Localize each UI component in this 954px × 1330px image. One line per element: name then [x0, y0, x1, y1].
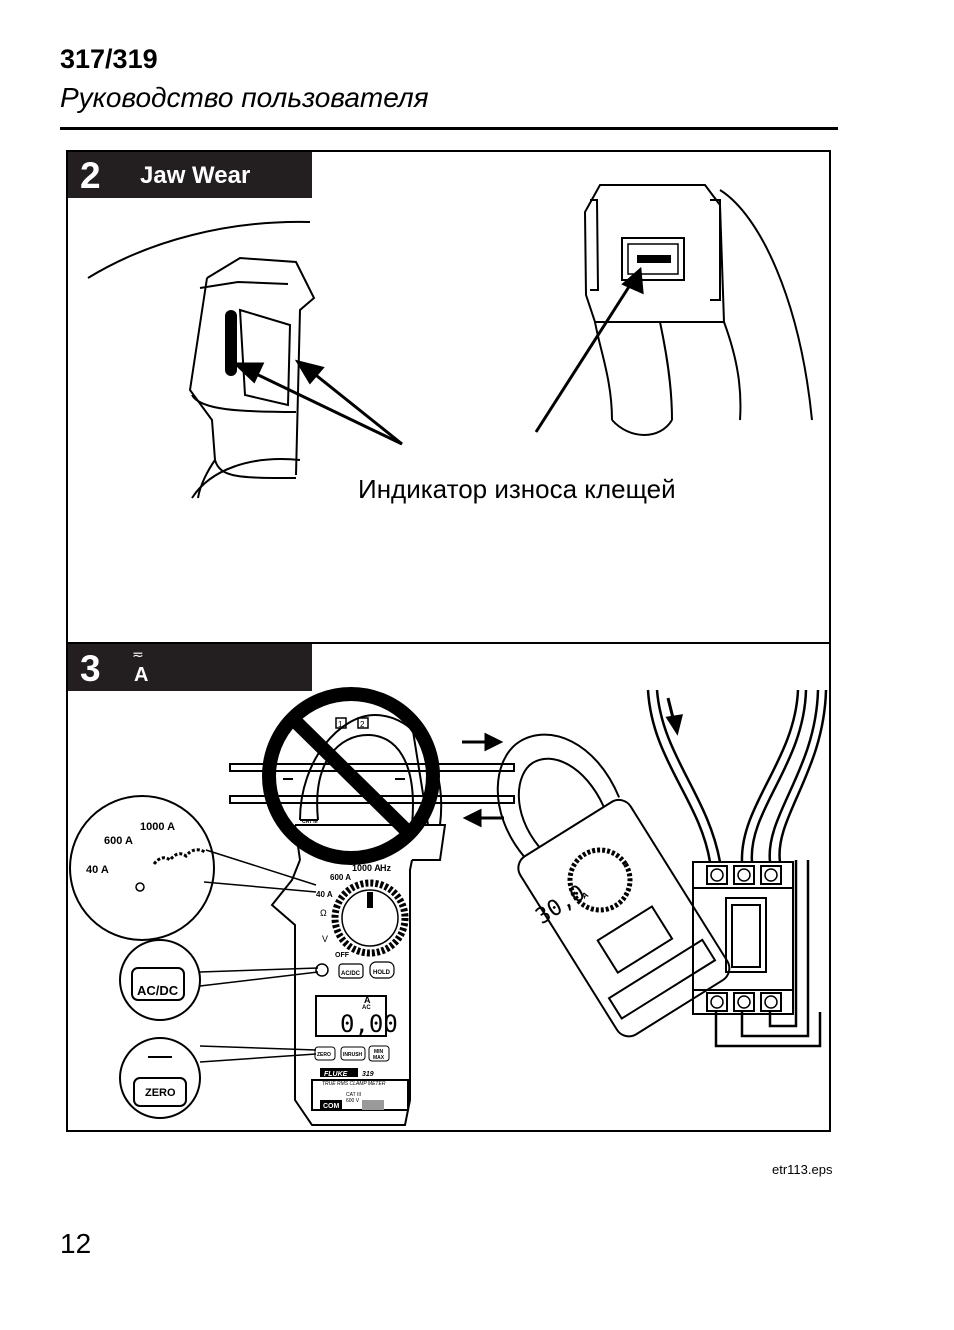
backlight-button — [315, 963, 329, 977]
jaw-mark-2 — [357, 717, 369, 729]
manual-subtitle: Руководство пользователя — [60, 82, 429, 113]
section-2-title: Jaw Wear — [140, 162, 251, 189]
meter-cat: CAT III — [346, 1092, 361, 1098]
jaw-mark-1-text: 1 — [338, 720, 343, 729]
zoom-circle-acdc — [119, 939, 319, 1021]
meter-hold-button — [369, 961, 395, 979]
meter-minmax-button — [368, 1045, 390, 1062]
meter-model-num: 319 — [362, 1071, 374, 1078]
rotary-dial — [331, 879, 409, 957]
jaw-right-drawing — [583, 184, 813, 436]
prohibition-sign — [262, 687, 440, 865]
wires-right — [646, 689, 828, 1048]
clamp-meter-body — [270, 713, 447, 1126]
jaw-mark-2-text: 2 — [360, 720, 365, 729]
com-text: COM — [323, 1103, 340, 1110]
callout-arrows-left — [232, 359, 403, 446]
zoom-circle-dial — [69, 795, 317, 941]
meter-minmax-text-1: MIN — [374, 1049, 384, 1055]
jaw-mark-1 — [335, 717, 347, 729]
section-2-header: 2 Jaw Wear — [68, 152, 312, 198]
section-3-header: 3 ≂ A — [68, 644, 312, 691]
amps-symbol: A — [134, 664, 149, 686]
jaw-wear-callout: Индикатор износа клещей — [358, 474, 676, 504]
zoom-range-1000: 1000 A — [140, 821, 175, 833]
terminal-screws — [710, 868, 778, 1009]
manual-model: 317/319 — [60, 44, 158, 74]
jaw-window-inner — [627, 243, 679, 275]
com-jack — [320, 1100, 342, 1110]
step-number-3: 3 — [80, 648, 101, 689]
zoom-range-600: 600 A — [104, 835, 133, 847]
lcd-unit: A — [364, 995, 371, 1005]
meter-volt: V — [322, 934, 328, 944]
meter-range-600: 600 A — [330, 873, 351, 882]
meter-zero-text: ZERO — [317, 1052, 331, 1058]
jaw-wear-indicator-right — [637, 255, 671, 263]
callout-arrow-right — [534, 266, 644, 433]
meter-acdc-button — [338, 963, 364, 979]
header-rule — [60, 127, 838, 130]
jaw-cat-label: CAT III — [302, 819, 318, 825]
meter-minmax-text-2: MAX — [373, 1055, 385, 1061]
acdc-symbol: ≂ — [132, 646, 144, 662]
meter-hz: Hz — [380, 863, 391, 873]
brand-text: FLUKE — [324, 1071, 348, 1078]
section-divider — [66, 642, 831, 644]
step-number-2: 2 — [80, 155, 101, 196]
wire-arrow — [665, 697, 684, 736]
jaw-left-drawing — [87, 220, 316, 499]
figure-filename: etr113.eps — [772, 1162, 833, 1177]
meter2-unit: A — [580, 890, 590, 901]
volt-jack — [362, 1100, 384, 1110]
zoom-range-40: 40 A — [86, 864, 109, 876]
meter-ohm: Ω — [320, 908, 327, 918]
meter-inrush-text: INRUSH — [343, 1052, 363, 1058]
clamp-meter-rotated — [496, 733, 731, 1038]
meter-inrush-button — [340, 1046, 366, 1061]
lcd-reading: 0,00 — [340, 1010, 398, 1038]
lcd-mode: AC — [362, 1005, 371, 1011]
brand-plate — [320, 1068, 358, 1077]
zoom-acdc-text: AC/DC — [137, 983, 179, 998]
page-number: 12 — [60, 1228, 92, 1259]
jaw-window-right — [621, 237, 685, 281]
meter-acdc-text: AC/DC — [341, 971, 361, 977]
zoom-circle-zero — [119, 1037, 317, 1119]
meter-range-1000: 1000 A — [352, 863, 381, 873]
meter-hold-text: HOLD — [373, 970, 391, 976]
zoom-zero-text: ZERO — [145, 1087, 176, 1099]
figure-frame — [66, 150, 831, 1132]
meter-lcd — [315, 995, 387, 1037]
meter-off: OFF — [335, 952, 350, 959]
meter-range-40: 40 A — [316, 890, 333, 899]
meter-cat-v: 600 V — [346, 1098, 360, 1104]
meter-tagline: TRUE RMS CLAMP METER — [322, 1081, 386, 1087]
ac-dc-amps-icon: ≂ A — [132, 647, 156, 687]
jaw-wear-indicator-left — [225, 310, 237, 376]
current-arrows — [462, 732, 504, 828]
breaker-box — [692, 861, 794, 1015]
meter2-reading: 30,0 — [532, 881, 590, 930]
